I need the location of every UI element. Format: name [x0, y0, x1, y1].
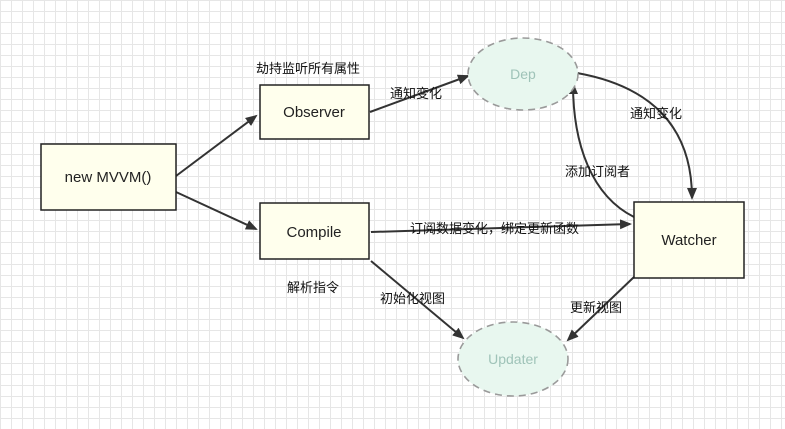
- edge-labels: 劫持监听所有属性 解析指令 通知变化 通知变化 添加订阅者 订阅数据变化，绑定更…: [256, 62, 682, 316]
- edges: [175, 72, 697, 342]
- updater-label: Updater: [488, 351, 538, 367]
- dep-label: Dep: [510, 66, 536, 82]
- subscribe-bind-label: 订阅数据变化，绑定更新函数: [410, 221, 579, 237]
- mvvm-label: new MVVM(): [65, 169, 152, 186]
- arrow-compile-to-updater: [370, 260, 465, 340]
- arrow-compile-to-watcher: [370, 219, 632, 233]
- arrow-mvvm-to-observer: [175, 114, 258, 177]
- node-mvvm: new MVVM(): [40, 143, 177, 211]
- compile-label: Compile: [286, 224, 341, 241]
- node-compile: Compile: [259, 202, 370, 260]
- node-observer: Observer: [259, 84, 370, 140]
- observer-caption: 劫持监听所有属性: [256, 62, 360, 77]
- arrow-watcher-to-updater: [566, 276, 635, 342]
- init-view-label: 初始化视图: [380, 292, 445, 307]
- arrow-dep-to-watcher: [576, 72, 697, 200]
- update-view-label: 更新视图: [570, 300, 622, 316]
- arrow-watcher-to-dep: [568, 82, 635, 218]
- observer-label: Observer: [283, 104, 345, 121]
- arrow-observer-to-dep: [369, 74, 470, 113]
- notify-change-label-2: 通知变化: [630, 106, 682, 122]
- watcher-label: Watcher: [661, 232, 716, 249]
- node-watcher: Watcher: [633, 201, 745, 279]
- compile-caption: 解析指令: [287, 281, 339, 296]
- notify-change-label-1: 通知变化: [390, 86, 442, 102]
- arrow-mvvm-to-compile: [175, 191, 258, 230]
- add-subscriber-label: 添加订阅者: [565, 165, 630, 180]
- node-dep: Dep: [467, 37, 579, 111]
- node-updater: Updater: [457, 321, 569, 397]
